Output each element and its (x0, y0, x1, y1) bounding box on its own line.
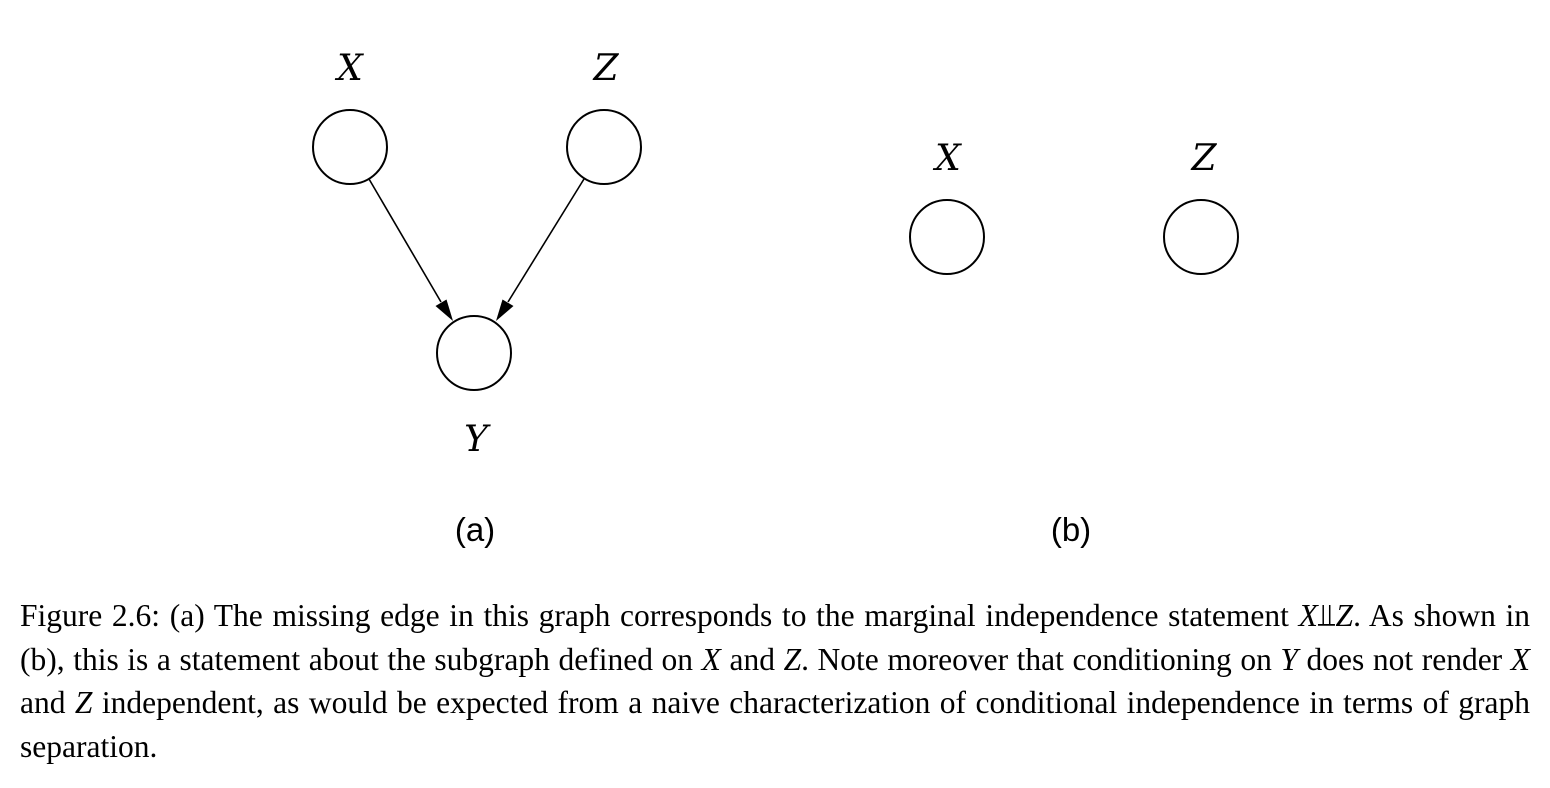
edge-z-to-y (507, 178, 585, 303)
caption-stmt-z: Z (1335, 598, 1354, 633)
caption-indep-symbol: ⫫ (1317, 598, 1336, 633)
caption-var-x1: X (701, 641, 721, 677)
node-label-y-a: Y (464, 419, 491, 460)
node-z-a (566, 109, 642, 185)
node-z-b (1163, 199, 1239, 275)
panel-label-a: (a) (455, 511, 495, 548)
figure-caption: Figure 2.6: (a) The missing edge in this… (20, 594, 1530, 768)
caption-part2: and (720, 641, 784, 677)
caption-stmt-x: X (1298, 598, 1318, 633)
arrowhead-z-to-y (496, 299, 514, 321)
node-y-a (436, 315, 512, 391)
caption-part4: does not render (1297, 641, 1511, 677)
node-x-b (909, 199, 985, 275)
caption-prefix: Figure 2.6: (a) The missing edge in this… (20, 598, 1299, 633)
panel-a: X Z Y (a) (312, 48, 642, 548)
node-label-x-b: X (932, 138, 962, 179)
figure-diagram: X Z Y (a) X Z (b) (312, 48, 1239, 548)
caption-var-y: Y (1280, 641, 1298, 677)
panel-label-b: (b) (1051, 511, 1091, 548)
node-label-z-a: Z (592, 48, 619, 89)
node-x-a (312, 109, 388, 185)
caption-part5: and (20, 685, 75, 720)
caption-var-z1: Z (783, 641, 802, 677)
caption-var-x2: X (1510, 641, 1531, 677)
caption-part3: . Note moreover that conditioning on (801, 641, 1281, 677)
node-label-x-a: X (334, 48, 364, 89)
arrowhead-x-to-y (435, 299, 453, 321)
panel-b: X Z (b) (909, 138, 1239, 548)
edge-x-to-y (368, 178, 442, 303)
caption-var-z2: Z (74, 685, 93, 720)
caption-part1: . As shown in (b), this is a statement a… (20, 598, 1530, 677)
node-label-z-b: Z (1190, 138, 1217, 179)
caption-part6: independent, as would be expected from a… (20, 685, 1530, 764)
